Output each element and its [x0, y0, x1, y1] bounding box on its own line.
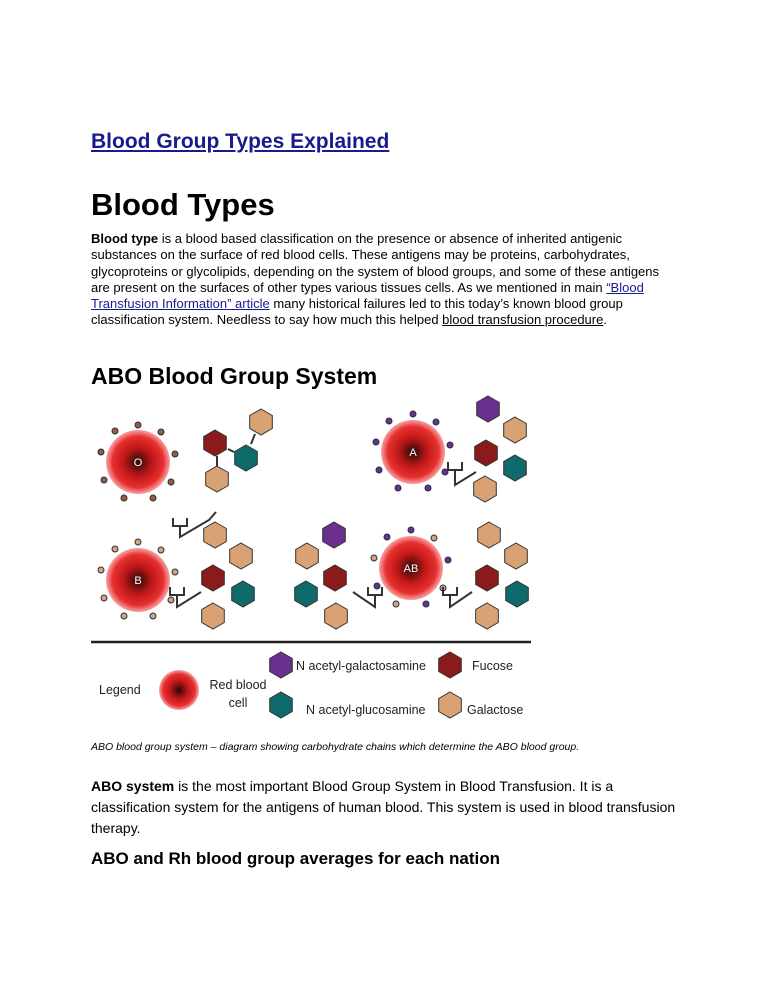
- legend-title: Legend: [99, 683, 141, 697]
- intro-text-2: many historical failures led to this tod…: [91, 296, 623, 328]
- legend-glcnac-label: N acetyl-glucosamine: [306, 703, 426, 717]
- galactose-hexagon-icon: [438, 691, 462, 719]
- cell-group-ab: AB: [294, 521, 529, 630]
- red-blood-cell-a: [381, 420, 445, 484]
- fucose-hexagon-icon: [438, 651, 462, 679]
- abo-system-text: is the most important Blood Group System…: [91, 778, 676, 836]
- diagram-legend: Legend Red blood cell N acetyl-galactosa…: [99, 651, 523, 719]
- red-blood-cell-b: [106, 548, 170, 612]
- cell-label-ab: AB: [404, 563, 419, 575]
- blood-types-heading: Blood Types: [91, 187, 275, 222]
- abo-system-paragraph: ABO system is the most important Blood G…: [91, 776, 681, 839]
- legend-rbc-label: Red blood: [210, 678, 267, 692]
- glcnac-hexagon-icon: [269, 691, 293, 719]
- cell-label-o: O: [134, 457, 143, 469]
- red-blood-cell-o: [106, 430, 170, 494]
- blood-transfusion-info-link[interactable]: “Blood Transfusion Information” article: [91, 279, 644, 312]
- cell-group-o: O: [97, 408, 273, 539]
- legend-fucose-label: Fucose: [472, 659, 513, 673]
- red-blood-cell-ab: [379, 536, 443, 600]
- abo-system-term: ABO system: [91, 778, 175, 794]
- blood-group-types-link[interactable]: Blood Group Types Explained: [91, 130, 390, 153]
- abo-diagram: O A: [91, 395, 531, 719]
- legend-galnac-label: N acetyl-galactosamine: [296, 659, 426, 673]
- blood-type-intro-paragraph: Blood type is a blood based classificati…: [91, 231, 671, 329]
- legend-rbc-label-2: cell: [229, 696, 248, 710]
- blood-transfusion-procedure-link[interactable]: blood transfusion procedure: [442, 312, 604, 328]
- cell-label-b: B: [134, 575, 141, 587]
- legend-red-blood-cell-icon: [159, 670, 199, 710]
- figure-caption: ABO blood group system – diagram showing…: [91, 741, 580, 753]
- intro-text-1: is a blood based classification on the p…: [91, 231, 660, 295]
- intro-end: .: [603, 312, 607, 328]
- legend-galactose-label: Galactose: [467, 703, 523, 717]
- cell-group-a: A: [372, 395, 527, 503]
- galnac-hexagon-icon: [269, 651, 293, 679]
- blood-type-term: Blood type: [91, 231, 159, 246]
- cell-group-b: B: [97, 521, 255, 630]
- abo-rh-averages-heading: ABO and Rh blood group averages for each…: [91, 849, 500, 868]
- cell-label-a: A: [409, 447, 417, 459]
- abo-system-heading: ABO Blood Group System: [91, 363, 378, 389]
